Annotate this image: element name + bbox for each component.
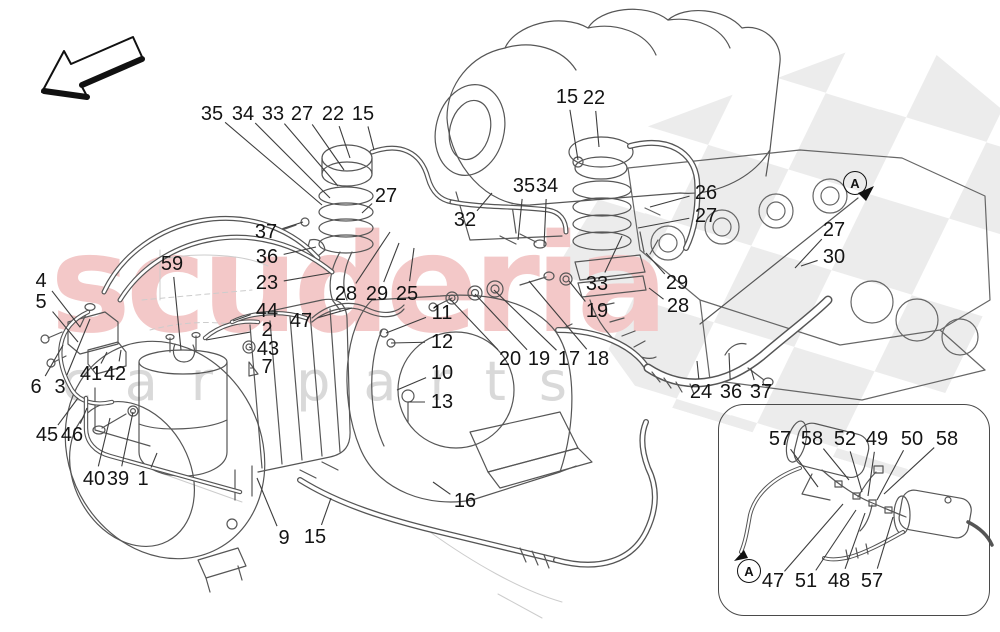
callout-label: 4 bbox=[35, 270, 47, 292]
callout-label: 40 bbox=[82, 468, 106, 490]
callout-label: 35 bbox=[200, 103, 224, 125]
callout-label: 57 bbox=[860, 570, 884, 592]
inset-exhaust-art bbox=[734, 420, 994, 562]
callout-label: 34 bbox=[231, 103, 255, 125]
callout-label: 24 bbox=[689, 381, 713, 403]
callout-label: 10 bbox=[430, 362, 454, 384]
callout-label: 52 bbox=[833, 428, 857, 450]
callout-label: 34 bbox=[535, 175, 559, 197]
callout-label: 29 bbox=[365, 283, 389, 305]
callout-label: 12 bbox=[430, 331, 454, 353]
callout-label: 15 bbox=[351, 103, 375, 125]
callout-label: 33 bbox=[585, 273, 609, 295]
callout-label: 57 bbox=[768, 428, 792, 450]
callout-label: 11 bbox=[431, 302, 453, 324]
callout-label: 58 bbox=[935, 428, 959, 450]
engine-block bbox=[627, 149, 991, 401]
callout-label: 50 bbox=[900, 428, 924, 450]
callout-label: 2 bbox=[261, 319, 273, 341]
callout-label: 33 bbox=[261, 103, 285, 125]
callout-label: 27 bbox=[694, 205, 718, 227]
callout-label: 36 bbox=[255, 246, 279, 268]
callout-label: 47 bbox=[761, 570, 785, 592]
callout-label: 49 bbox=[865, 428, 889, 450]
callout-label: 18 bbox=[586, 348, 610, 370]
callout-label: 7 bbox=[261, 356, 273, 378]
air-pump bbox=[64, 298, 351, 593]
view-direction-arrow-icon bbox=[41, 36, 145, 100]
callout-label: 19 bbox=[527, 348, 551, 370]
callout-label: 1 bbox=[137, 468, 149, 490]
callout-label: 3 bbox=[54, 376, 66, 398]
callout-label: 16 bbox=[453, 490, 477, 512]
callout-label: 35 bbox=[512, 175, 536, 197]
callout-label: 43 bbox=[256, 338, 280, 360]
callout-label: 19 bbox=[585, 300, 609, 322]
callout-label: 32 bbox=[453, 209, 477, 231]
callout-label: 13 bbox=[430, 391, 454, 413]
callout-label: 22 bbox=[321, 103, 345, 125]
callout-label: 41 bbox=[79, 363, 103, 385]
callout-label: 25 bbox=[395, 283, 419, 305]
callout-label: 9 bbox=[278, 527, 290, 549]
callout-label: 28 bbox=[666, 295, 690, 317]
callout-label: 30 bbox=[822, 246, 846, 268]
callout-label: 28 bbox=[334, 283, 358, 305]
callout-label: 37 bbox=[254, 221, 278, 243]
callout-label: 37 bbox=[749, 381, 773, 403]
callout-label: 48 bbox=[827, 570, 851, 592]
callout-label: 59 bbox=[160, 253, 184, 275]
section-marker-a: A bbox=[737, 559, 761, 583]
callout-label: 27 bbox=[822, 219, 846, 241]
callout-label: 42 bbox=[103, 363, 127, 385]
air-pipes-top bbox=[369, 140, 701, 251]
callout-label: 17 bbox=[557, 348, 581, 370]
callout-label: 27 bbox=[374, 185, 398, 207]
callout-label: 27 bbox=[290, 103, 314, 125]
callout-label: 46 bbox=[60, 424, 84, 446]
detail-inset-box bbox=[718, 404, 990, 616]
callout-label: 36 bbox=[719, 381, 743, 403]
callout-label: 44 bbox=[255, 300, 279, 322]
callout-label: 39 bbox=[106, 468, 130, 490]
intake-manifold bbox=[434, 8, 781, 241]
callout-label: 51 bbox=[794, 570, 818, 592]
callout-label: 15 bbox=[555, 86, 579, 108]
callout-label: 20 bbox=[498, 348, 522, 370]
callout-label: 15 bbox=[303, 526, 327, 548]
callout-label: 26 bbox=[694, 182, 718, 204]
fastener-row bbox=[379, 271, 573, 348]
callout-label: 23 bbox=[255, 272, 279, 294]
callout-label: 22 bbox=[582, 87, 606, 109]
callout-label: 58 bbox=[800, 428, 824, 450]
hoses bbox=[58, 186, 874, 569]
callout-label: 6 bbox=[30, 376, 42, 398]
section-marker-a: A bbox=[843, 171, 867, 195]
callout-label: 47 bbox=[289, 310, 313, 332]
callout-label: 29 bbox=[665, 272, 689, 294]
callout-label: 45 bbox=[35, 424, 59, 446]
callout-label: 5 bbox=[35, 291, 47, 313]
